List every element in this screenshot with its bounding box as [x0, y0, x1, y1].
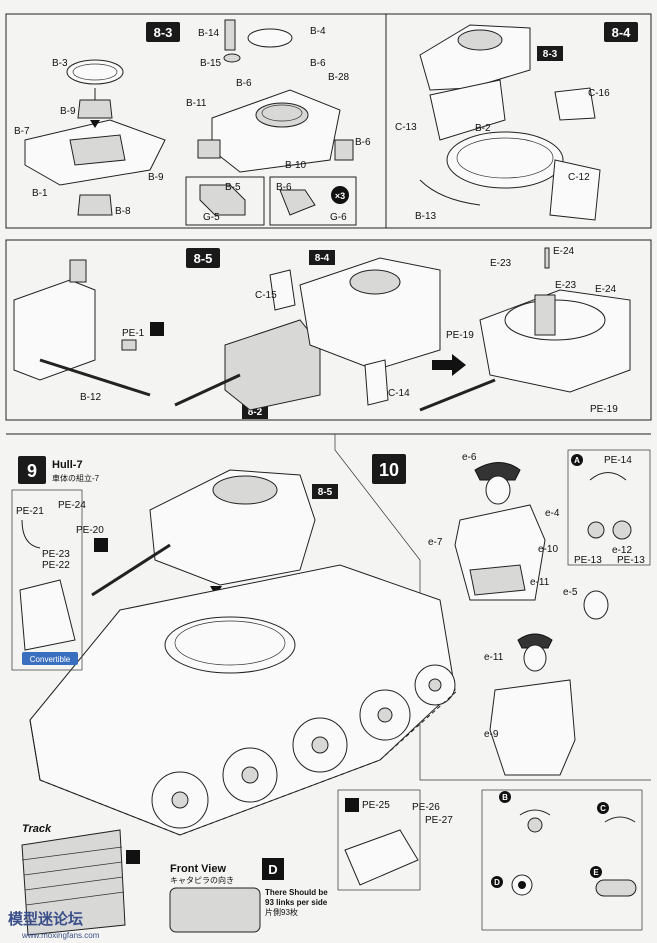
- step-9-title: Hull-7: [52, 459, 83, 471]
- label-b28: B-28: [328, 72, 350, 83]
- label-pe24: PE-24: [58, 500, 86, 511]
- track-links: [21, 829, 126, 936]
- label-e11a: e-11: [530, 577, 550, 588]
- label-e4: e-4: [545, 508, 560, 519]
- label-e7: e-7: [428, 537, 443, 548]
- step-9-badge: 9: [27, 461, 37, 481]
- convertible-tag: Convertible: [30, 655, 71, 664]
- step-8-3-panel: 8-3 ×3 B-3 B-9 B-7 B-1 B-9 B-8 B-14: [14, 19, 371, 226]
- label-b7: B-7: [14, 126, 30, 137]
- label-g6: G-6: [330, 212, 347, 223]
- step-9-panel: 9 Hull-7 車体の組立-7 8-5 PE-21 PE-24 PE-20 P…: [11, 456, 459, 936]
- label-b11: B-11: [186, 98, 207, 109]
- svg-text:E: E: [593, 868, 599, 877]
- svg-text:A: A: [574, 456, 580, 465]
- watermark: 模型迷论坛 www.moxingfans.com: [8, 910, 100, 940]
- label-e23b: E-23: [555, 280, 577, 291]
- ref-8-4-badge: 8-4: [315, 253, 330, 264]
- label-b12: B-12: [80, 392, 102, 403]
- label-pe19a: PE-19: [446, 330, 474, 341]
- label-pe22: PE-22: [42, 560, 70, 571]
- step-8-5-panel: 8-5 8-4 8-2 PE-1 B-12 C-15 C-14 E-24 E-2…: [13, 246, 631, 419]
- label-e24a: E-24: [553, 246, 575, 257]
- label-pe13b: PE-13: [617, 555, 645, 566]
- label-c12: C-12: [568, 172, 590, 183]
- step-10-panel: 10 e-6 e-4 e-7 e-10 e-11 A PE-14 e-12 PE…: [372, 449, 651, 931]
- label-b13: B-13: [415, 211, 437, 222]
- ref-8-5-badge: 8-5: [318, 487, 333, 498]
- label-b6d: B-6: [276, 182, 292, 193]
- label-g5: G-5: [203, 212, 220, 223]
- label-b14: B-14: [198, 28, 220, 39]
- step-8-4-badge: 8-4: [612, 25, 632, 40]
- label-b1: B-1: [32, 188, 48, 199]
- label-c16: C-16: [588, 88, 610, 99]
- label-b6b: B-6: [310, 58, 326, 69]
- svg-text:B: B: [502, 793, 508, 802]
- label-pe25: PE-25: [362, 800, 390, 811]
- label-b5: B-5: [225, 182, 241, 193]
- label-pe23: PE-23: [42, 549, 70, 560]
- label-b9a: B-9: [60, 106, 76, 117]
- ref-8-3-badge: 8-3: [543, 49, 558, 60]
- label-b15: B-15: [200, 58, 222, 69]
- label-e23a: E-23: [490, 258, 512, 269]
- label-pe1: PE-1: [122, 328, 145, 339]
- panel-borders: [5, 13, 652, 781]
- label-e10: e-10: [538, 544, 558, 555]
- links-note-1: There Should be: [265, 888, 328, 897]
- label-pe27: PE-27: [425, 815, 453, 826]
- label-pe26: PE-26: [412, 802, 440, 813]
- front-view-jp: キャタピラの向き: [170, 875, 234, 885]
- front-view-label: Front View: [170, 863, 226, 875]
- label-e12: e-12: [612, 545, 632, 556]
- label-b4: B-4: [310, 26, 326, 37]
- watermark-name: 模型迷论坛: [8, 910, 83, 928]
- insignia-letters: B C D E: [491, 791, 609, 888]
- label-e24b: E-24: [595, 284, 617, 295]
- label-c14: C-14: [388, 388, 410, 399]
- step-8-5-badge: 8-5: [194, 251, 213, 266]
- label-e9: e-9: [484, 729, 499, 740]
- step-9-subtitle: 車体の組立-7: [52, 473, 100, 483]
- svg-text:D: D: [494, 878, 500, 887]
- road-wheels: [151, 664, 456, 829]
- label-b10: B-10: [285, 160, 307, 171]
- track-label: Track: [22, 823, 52, 835]
- multiplier-badge: ×3: [335, 191, 345, 201]
- svg-text:D: D: [268, 862, 277, 877]
- label-c13: C-13: [395, 122, 417, 133]
- step-8-4-panel: 8-4 8-3 C-16 C-13 B-2 C-12 B-13: [395, 22, 638, 222]
- label-b6c: B-6: [355, 137, 371, 148]
- label-b8: B-8: [115, 206, 131, 217]
- label-pe14: PE-14: [604, 455, 632, 466]
- links-note-jp: 片側93枚: [265, 907, 298, 917]
- label-e6: e-6: [462, 452, 477, 463]
- label-pe20: PE-20: [76, 525, 104, 536]
- track-front-view: [169, 887, 261, 933]
- step-10-badge: 10: [379, 460, 399, 480]
- watermark-url: www.moxingfans.com: [21, 931, 100, 940]
- label-pe21: PE-21: [16, 506, 44, 517]
- links-note-2: 93 links per side: [265, 898, 328, 907]
- label-c15: C-15: [255, 290, 277, 301]
- label-b2: B-2: [475, 123, 491, 134]
- step-8-3-badge: 8-3: [154, 25, 173, 40]
- ref-8-2-badge: 8-2: [248, 407, 263, 418]
- label-b6a: B-6: [236, 78, 252, 89]
- label-e11b: e-11: [484, 652, 504, 663]
- label-pe19b: PE-19: [590, 404, 618, 415]
- label-pe13a: PE-13: [574, 555, 602, 566]
- svg-text:C: C: [600, 804, 606, 813]
- label-e5: e-5: [563, 587, 578, 598]
- label-b3: B-3: [52, 58, 68, 69]
- label-b9b: B-9: [148, 172, 164, 183]
